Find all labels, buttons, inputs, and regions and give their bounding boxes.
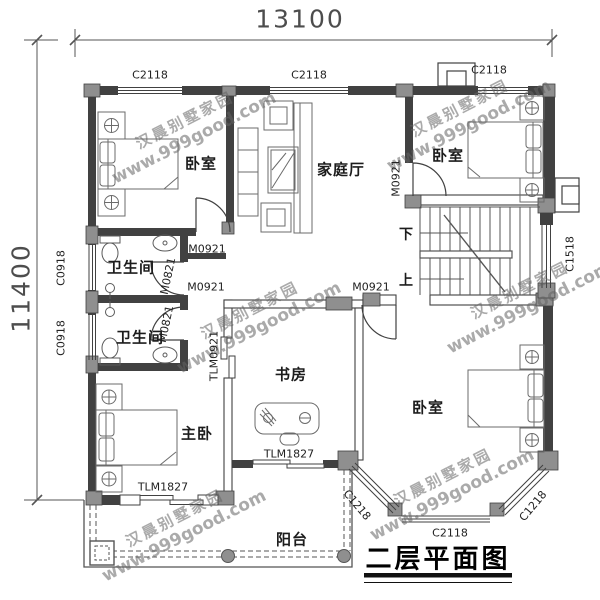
- door-tag-tlm1827-1: TLM1827: [137, 480, 189, 494]
- bed-master: [95, 383, 178, 493]
- window-tag-c2118-3: C2118: [471, 63, 507, 77]
- room-label-bedroom-tr: 卧室: [431, 146, 465, 165]
- door-bedroom-tr: [412, 162, 447, 197]
- door-tag-m0921-4: M0921: [352, 280, 390, 294]
- stair-down-label: 下: [399, 227, 413, 243]
- furniture: [95, 95, 545, 493]
- door-tag-m0921-1: M0921: [188, 242, 226, 256]
- room-label-bath-lower: 卫生间: [115, 328, 165, 347]
- door-tag-tlm1827-2: TLM1827: [263, 447, 315, 461]
- staircase: [419, 206, 540, 295]
- dimension-left: 11400: [6, 243, 36, 333]
- window-tag-c1518: C1518: [563, 236, 577, 272]
- window-tag-c2118-1: C2118: [132, 68, 168, 82]
- doors: [150, 162, 447, 341]
- room-label-family-hall: 家庭厅: [316, 160, 366, 179]
- door-tag-tlm0921: TLM0921: [207, 330, 221, 382]
- sofa-group: [237, 100, 313, 234]
- window-tag-c2118-2: C2118: [291, 68, 327, 82]
- dimension-lines: [24, 29, 558, 506]
- room-label-bedroom-br: 卧室: [411, 398, 445, 417]
- columns: [83, 83, 559, 517]
- room-label-bedroom-tl: 卧室: [184, 154, 218, 173]
- door-bedroom-tl: [195, 197, 231, 233]
- room-label-balcony: 阳台: [275, 530, 309, 549]
- window-tag-c2118-4: C2118: [432, 526, 468, 540]
- walls: [88, 86, 555, 505]
- room-label-master: 主卧: [180, 424, 214, 443]
- plan-title: 二层平面图: [365, 544, 511, 575]
- door-bedroom-br: [361, 304, 397, 340]
- room-label-study: 书房: [274, 365, 308, 384]
- bed-br: [467, 344, 545, 453]
- balcony-railing: [83, 470, 353, 568]
- bath-fixtures: [99, 234, 178, 366]
- window-tag-c0918-2: C0918: [54, 320, 68, 356]
- desk: [254, 402, 320, 446]
- sliding-doors: [119, 336, 325, 506]
- door-bath-upper: [150, 261, 185, 296]
- wall-bumpouts: [437, 62, 580, 213]
- bed-tl: [97, 111, 179, 217]
- windows: [88, 87, 551, 523]
- stair-up-label: 上: [399, 273, 413, 289]
- room-label-bath-upper: 卫生间: [106, 258, 156, 277]
- title-underline: [364, 573, 512, 583]
- door-bath-lower: [150, 306, 185, 341]
- door-tag-m0921-2: M0921: [187, 280, 225, 294]
- door-tag-m0921-3: M0921: [389, 159, 403, 197]
- bed-tr: [467, 95, 545, 203]
- dimension-top: 13100: [255, 4, 345, 34]
- window-tag-c0918-1: C0918: [54, 250, 68, 286]
